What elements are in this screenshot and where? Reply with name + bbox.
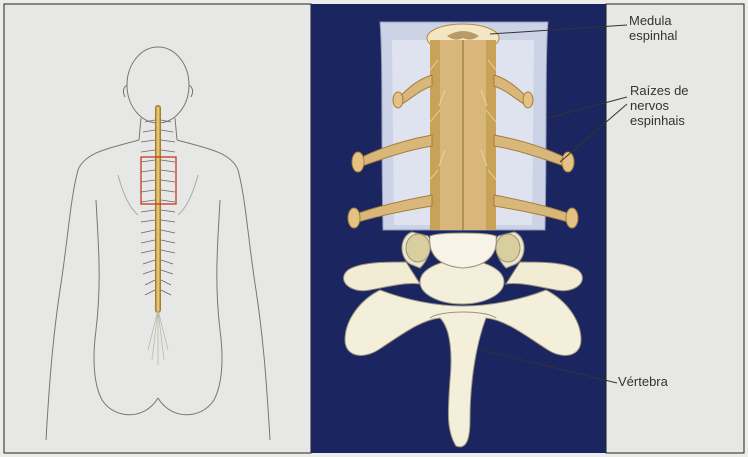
label-vertebra-text: Vértebra [618, 374, 668, 389]
label-medula-line2: espinhal [629, 28, 677, 43]
label-raizes-nervos: Raízes de nervos espinhais [630, 83, 689, 128]
label-medula-espinhal: Medula espinhal [629, 13, 677, 43]
label-vertebra: Vértebra [618, 374, 668, 389]
label-raizes-line2: nervos [630, 98, 689, 113]
label-raizes-line1: Raízes de [630, 83, 689, 98]
label-medula-line1: Medula [629, 13, 677, 28]
label-raizes-line3: espinhais [630, 113, 689, 128]
